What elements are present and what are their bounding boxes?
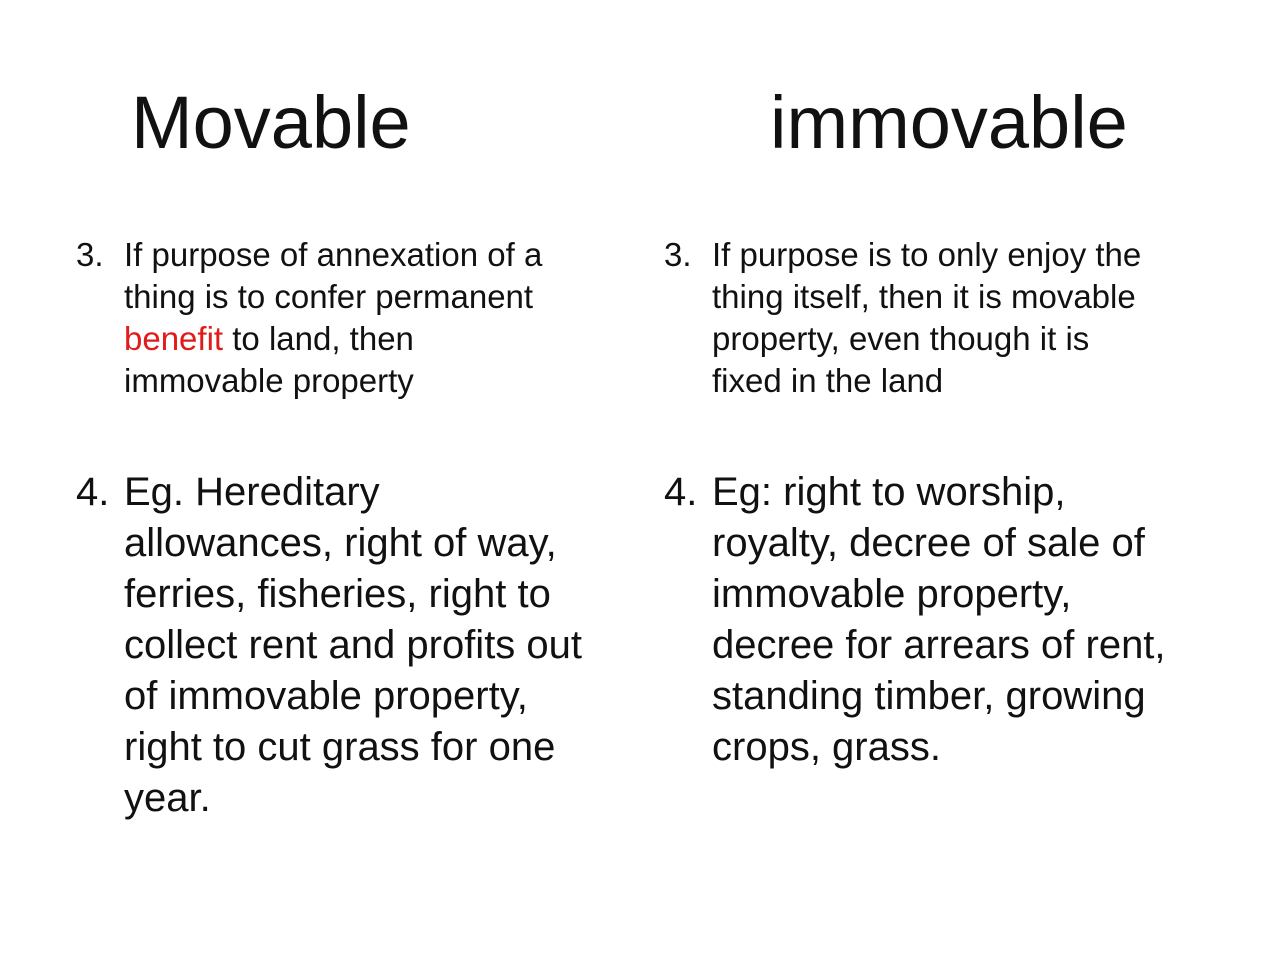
text-line: immovable property, bbox=[712, 572, 1072, 616]
text-line: If purpose of annexation of a bbox=[124, 236, 543, 273]
text-line: Eg. Hereditary bbox=[124, 470, 380, 514]
text-line: Eg: right to worship, bbox=[712, 470, 1066, 514]
point-text: Eg: right to worship, royalty, decree of… bbox=[712, 467, 1224, 773]
text-line: decree for arrears of rent, bbox=[712, 623, 1166, 667]
text-line: crops, grass. bbox=[712, 725, 941, 769]
point-number: 4. bbox=[76, 470, 110, 514]
text-line: year. bbox=[124, 776, 211, 820]
point-number: 4. bbox=[664, 470, 698, 514]
text-line: property, even though it is bbox=[712, 320, 1090, 357]
text-line: collect rent and profits out bbox=[124, 623, 583, 667]
text-line: thing itself, then it is movable bbox=[712, 278, 1136, 315]
text-line: allowances, right of way, bbox=[124, 521, 557, 565]
immovable-point-4: 4. Eg: right to worship, royalty, decree… bbox=[664, 467, 1224, 773]
movable-point-3: 3. If purpose of annexation of a thing i… bbox=[76, 234, 616, 402]
text-line: benefit to land, then bbox=[124, 318, 616, 360]
text-line: thing is to confer permanent bbox=[124, 278, 534, 315]
text-line: fixed in the land bbox=[712, 362, 944, 399]
text-line: of immovable property, bbox=[124, 674, 528, 718]
text-line: immovable property bbox=[124, 362, 414, 399]
point-text: Eg. Hereditary allowances, right of way,… bbox=[124, 467, 636, 824]
movable-heading: Movable bbox=[131, 81, 411, 164]
text-line: standing timber, growing bbox=[712, 674, 1146, 718]
point-text: If purpose of annexation of a thing is t… bbox=[124, 234, 616, 402]
point-text: If purpose is to only enjoy the thing it… bbox=[712, 234, 1204, 402]
immovable-point-3: 3. If purpose is to only enjoy the thing… bbox=[664, 234, 1204, 402]
movable-point-4: 4. Eg. Hereditary allowances, right of w… bbox=[76, 467, 636, 824]
text-line: royalty, decree of sale of bbox=[712, 521, 1145, 565]
highlighted-word-benefit: benefit bbox=[124, 320, 224, 357]
text-line: right to cut grass for one bbox=[124, 725, 556, 769]
immovable-heading: immovable bbox=[770, 81, 1128, 164]
text-line: ferries, fisheries, right to bbox=[124, 572, 551, 616]
point-number: 3. bbox=[664, 236, 692, 273]
text-line: If purpose is to only enjoy the bbox=[712, 236, 1142, 273]
text-fragment: to land, then bbox=[223, 320, 414, 357]
point-number: 3. bbox=[76, 236, 104, 273]
